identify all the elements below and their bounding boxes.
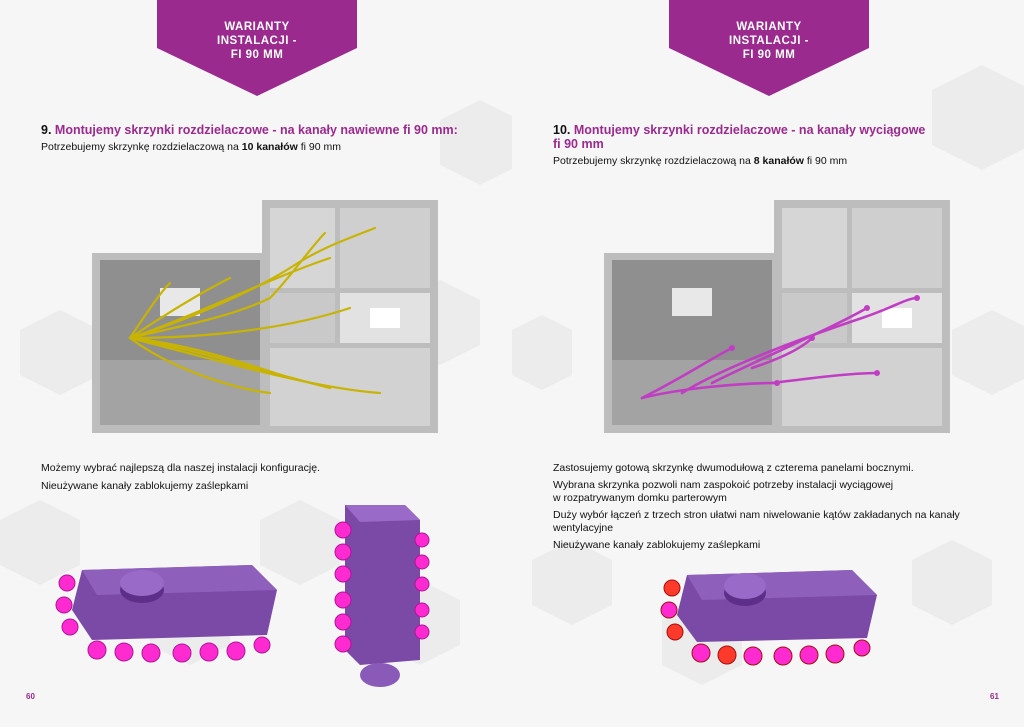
paragraph-2-line1: Wybrana skrzynka pozwoli nam zaspokoić p… (553, 479, 894, 491)
distribution-box-with-caps (660, 570, 877, 666)
page-right: WARIANTY INSTALACJI - FI 90 MM 10. Montu… (512, 0, 1024, 727)
requirement-pre: Potrzebujemy skrzynkę rozdzielaczową na (553, 155, 754, 167)
step-number: 9. (41, 123, 52, 137)
step-title-line2: fi 90 mm (553, 137, 604, 151)
banner-text: WARIANTY INSTALACJI - FI 90 MM (217, 21, 297, 61)
banner-text: WARIANTY INSTALACJI - FI 90 MM (729, 21, 809, 61)
paragraph-2-line2: w rozpatrywanym domku parterowym (553, 491, 727, 504)
page-number: 61 (990, 692, 999, 701)
paragraph-3: Duży wybór łączeń z trzech stron ułatwi … (553, 509, 960, 534)
paragraph-3-line2: wentylacyjne (553, 521, 614, 534)
paragraph-1: Możemy wybrać najlepszą dla naszej insta… (41, 462, 320, 474)
paragraph-4: Nieużywane kanały zablokujemy zaślepkami (553, 539, 761, 551)
requirement-text: Potrzebujemy skrzynkę rozdzielaczową na … (41, 140, 341, 154)
step-heading: 9. Montujemy skrzynki rozdzielaczowe - n… (41, 123, 458, 137)
step-number: 10. (553, 123, 571, 137)
page-number: 60 (26, 692, 35, 701)
floor-plan-extract (604, 200, 950, 433)
paragraph-3-line1: Duży wybór łączeń z trzech stron ułatwi … (553, 509, 960, 521)
extract-ducts (640, 296, 919, 400)
paragraph-2: Nieużywane kanały zablokujemy zaślepkami (41, 480, 249, 492)
paragraph-1: Zastosujemy gotową skrzynkę dwumodułową … (553, 462, 914, 474)
floor-plan-supply (92, 200, 438, 433)
step-title: Montujemy skrzynki rozdzielaczowe - na k… (54, 123, 458, 137)
requirement-count: 8 kanałów (753, 155, 804, 167)
step-heading: 10. Montujemy skrzynki rozdzielaczowe - … (553, 123, 925, 151)
distribution-box-vertical (334, 505, 430, 687)
supply-ducts (128, 226, 382, 395)
requirement-post: fi 90 mm (297, 141, 341, 153)
page-left: WARIANTY INSTALACJI - FI 90 MM 9. Montuj… (26, 0, 458, 701)
distribution-box-horizontal (55, 565, 277, 663)
paragraph-2: Wybrana skrzynka pozwoli nam zaspokoić p… (553, 479, 893, 504)
step-title-line1: Montujemy skrzynki rozdzielaczowe - na k… (573, 123, 926, 137)
requirement-text: Potrzebujemy skrzynkę rozdzielaczową na … (553, 154, 847, 168)
requirement-pre: Potrzebujemy skrzynkę rozdzielaczową na (41, 141, 242, 153)
requirement-count: 10 kanałów (241, 141, 298, 153)
requirement-post: fi 90 mm (803, 155, 848, 167)
